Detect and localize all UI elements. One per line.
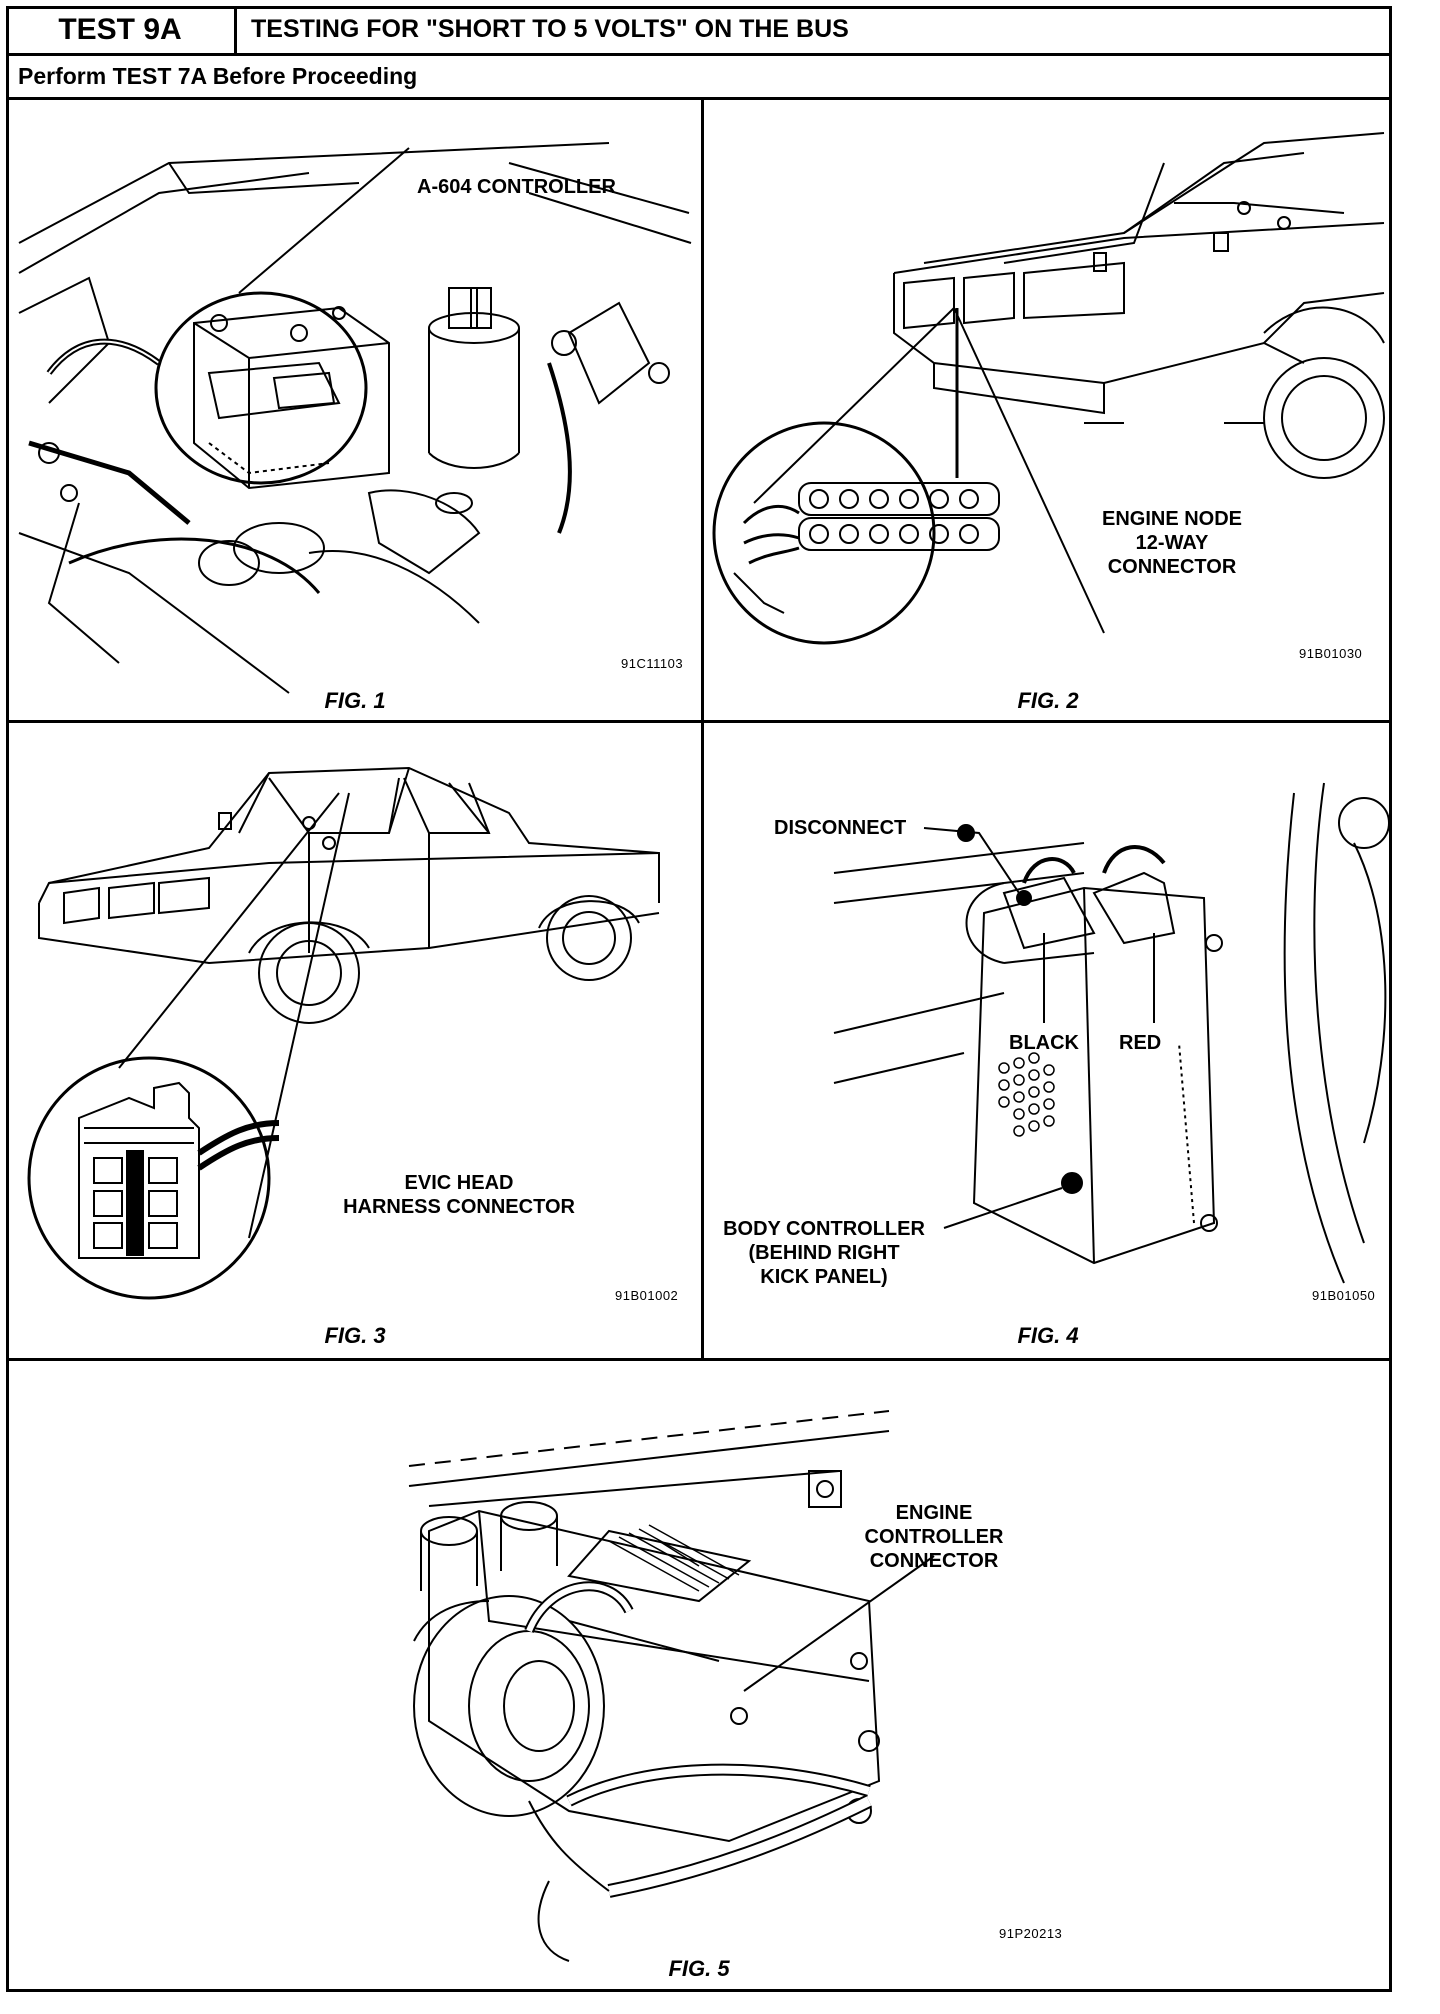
figure-code: 91B01050 [1312,1288,1376,1303]
prerequisite-row: Perform TEST 7A Before Proceeding [6,56,1392,100]
engine-controller-label-line-1: ENGINE [895,1502,973,1524]
figure-code: 91P20213 [999,1926,1063,1941]
figure-4-panel: DISCONNECT BLACK RED BODY CONTROLLER (BE… [704,723,1392,1358]
figure-caption: FIG. 5 [668,1956,730,1981]
a604-controller-illustration [18,142,692,694]
figure-code: 91B01002 [615,1288,679,1303]
test-id: TEST 9A [6,6,237,53]
figure-caption: FIG. 4 [1017,1323,1079,1348]
figure-1-panel: A-604 CONTROLLER 91C11103 FIG. 1 [9,103,701,720]
page-frame [6,6,1392,1992]
engine-node-label-line-3: CONNECTOR [1107,556,1237,578]
body-controller-label-line-2: (BEHIND RIGHT [748,1242,900,1264]
body-controller-illustration [833,782,1390,1284]
engine-node-label-line-2: 12-WAY [1135,532,1209,554]
engine-controller-label-line-3: CONNECTOR [869,1550,999,1572]
body-controller-label-line-3: KICK PANEL) [760,1266,888,1288]
figure-caption: FIG. 2 [1017,688,1079,713]
figure-code: 91C11103 [621,656,684,671]
body-controller-label-line-1: BODY CONTROLLER [723,1218,925,1240]
a604-controller-label: A-604 CONTROLLER [417,176,616,198]
engine-controller-connector-illustration [408,1410,935,1962]
figure-caption: FIG. 3 [324,1323,386,1348]
test-title: TESTING FOR "SHORT TO 5 VOLTS" ON THE BU… [251,15,849,43]
engine-controller-label-line-2: CONTROLLER [864,1526,1004,1548]
grid-divider [6,1358,1392,1361]
test-header: TEST 9A TESTING FOR "SHORT TO 5 VOLTS" O… [6,6,1392,56]
evic-head-connector-illustration [27,766,660,1300]
evic-head-label-line-2: HARNESS CONNECTOR [343,1196,575,1218]
figure-3-panel: EVIC HEAD HARNESS CONNECTOR 91B01002 FIG… [9,723,701,1358]
red-wire-label: RED [1119,1032,1162,1054]
figure-5-panel: ENGINE CONTROLLER CONNECTOR 91P20213 FIG… [9,1361,1389,1989]
prerequisite-text: Perform TEST 7A Before Proceeding [18,63,418,89]
grid-divider [701,100,704,1360]
engine-node-connector-illustration [712,132,1385,645]
figure-caption: FIG. 1 [324,688,386,713]
engine-node-label-line-1: ENGINE NODE [1101,508,1243,530]
disconnect-label: DISCONNECT [774,817,907,839]
evic-head-label-line-1: EVIC HEAD [404,1172,514,1194]
figure-code: 91B01030 [1299,646,1363,661]
figure-2-panel: ENGINE NODE 12-WAY CONNECTOR 91B01030 FI… [704,103,1392,720]
grid-divider [6,720,1392,723]
black-wire-label: BLACK [1009,1032,1079,1054]
